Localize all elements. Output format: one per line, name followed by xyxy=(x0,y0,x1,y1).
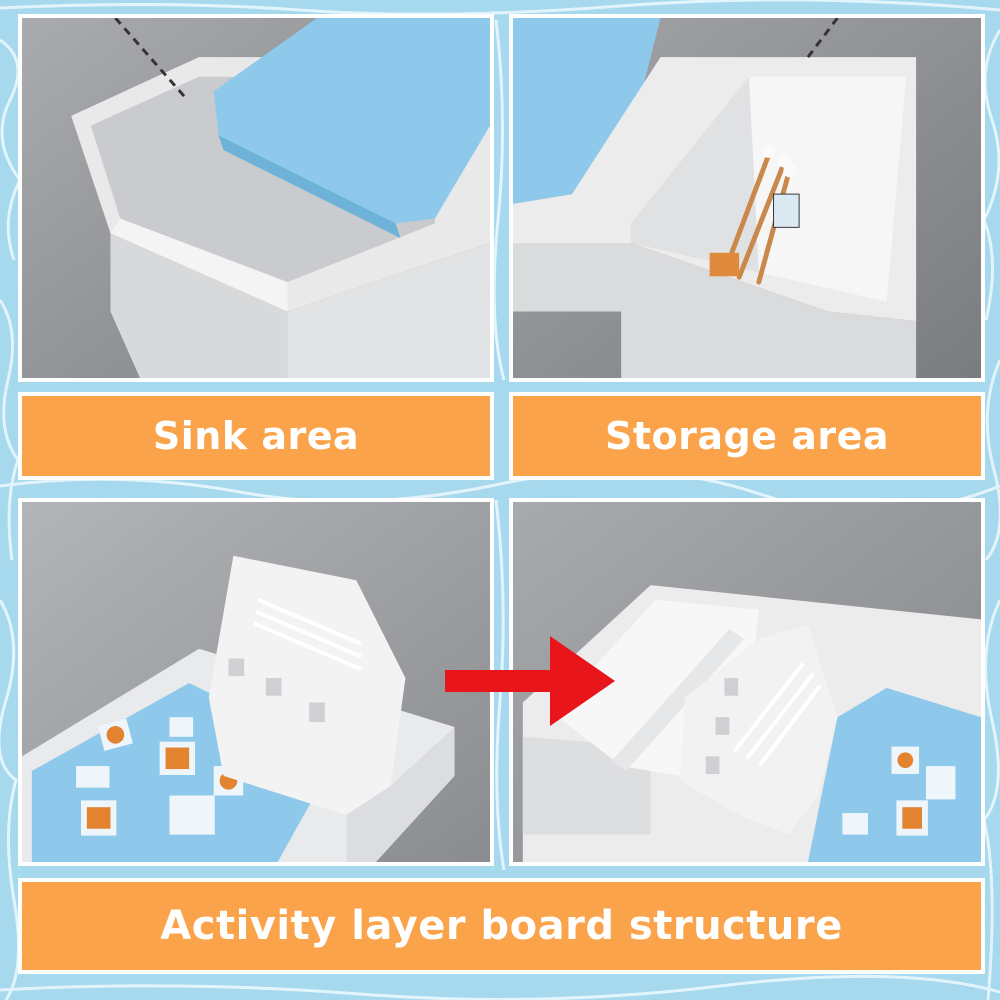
storage-area-label: Storage area xyxy=(509,392,985,480)
storage-tray-photo xyxy=(513,18,981,378)
board-down-photo xyxy=(513,502,981,862)
board-raised-photo xyxy=(18,498,494,866)
sink-area-label: Sink area xyxy=(18,392,494,480)
sink-area-photo xyxy=(18,14,494,382)
red-arrow-icon xyxy=(445,636,615,726)
storage-area-photo xyxy=(509,14,985,382)
activity-layer-board-label: Activity layer board structure xyxy=(18,878,985,974)
board-up-photo xyxy=(22,502,490,862)
sink-tray-photo xyxy=(22,18,490,378)
board-lowered-photo xyxy=(509,498,985,866)
